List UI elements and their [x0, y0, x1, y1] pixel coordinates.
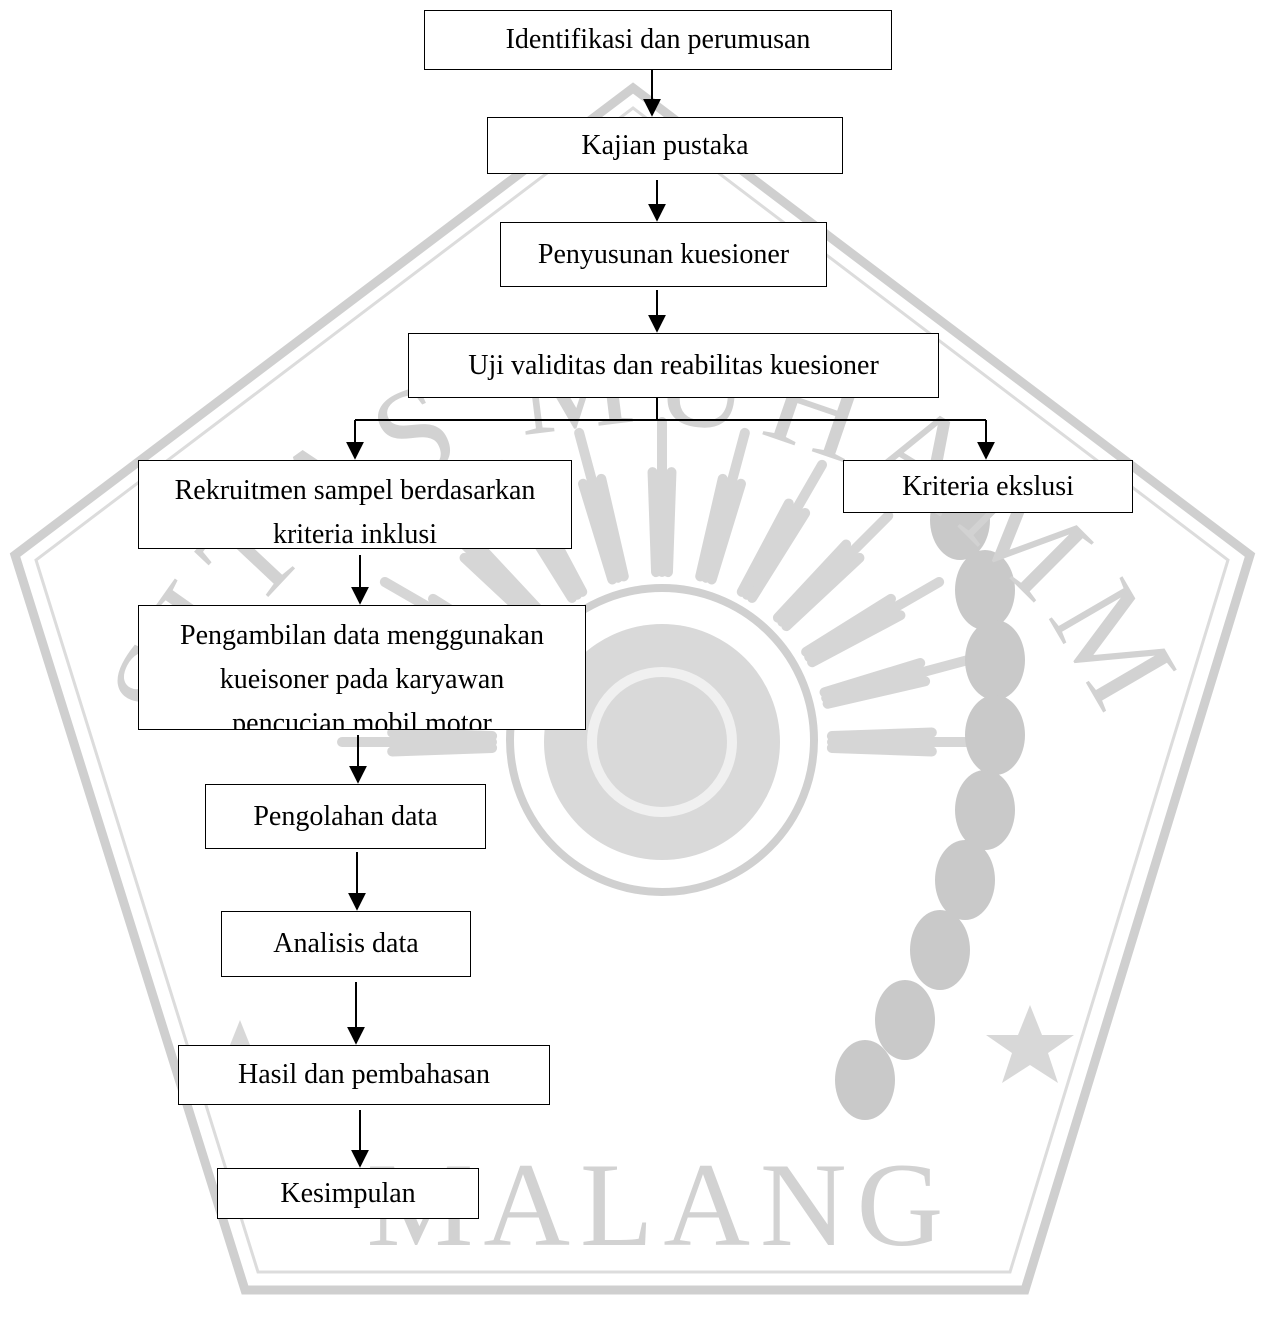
sun-ray — [807, 610, 906, 668]
node-label: Kajian pustaka — [581, 129, 749, 161]
node-hasil-dan-pembahasan: Hasil dan pembahasan — [178, 1045, 550, 1105]
node-label-line-1: Rekruitmen sampel berdasarkan — [174, 475, 536, 506]
node-identifikasi-dan-perumusan: Identifikasi dan perumusan — [424, 10, 892, 70]
sun-ray — [747, 508, 811, 603]
node-label: Analisis data — [273, 928, 419, 959]
sun-ray — [387, 742, 498, 757]
node-label: Identifikasi dan perumusan — [505, 24, 811, 55]
sun-ray — [706, 478, 746, 585]
node-label: Kriteria ekslusi — [902, 470, 1074, 502]
node-label-line-2: kriteria inklusi — [272, 519, 438, 549]
sun-ray — [777, 510, 894, 627]
medallion-inner — [544, 624, 780, 860]
node-pengambilan-data: Pengambilan data menggunakan kueisoner p… — [138, 605, 586, 730]
node-pengolahan-data: Pengolahan data — [205, 784, 486, 849]
sun-ray — [387, 727, 498, 742]
sun-ray — [695, 473, 728, 582]
node-rekruitmen-sampel: Rekruitmen sampel berdasarkan kriteria i… — [138, 460, 572, 549]
sun-ray — [801, 593, 896, 657]
node-label: Hasil dan pembahasan — [238, 1059, 490, 1090]
node-label: Uji validitas dan reabilitas kuesioner — [468, 349, 879, 381]
sun-ray — [826, 742, 937, 757]
node-label-line-1: Pengambilan data menggunakan — [180, 620, 544, 651]
star-right — [986, 1005, 1074, 1083]
sun-ray — [662, 467, 677, 578]
sun-ray — [804, 577, 945, 662]
node-penyusunan-kuesioner: Penyusunan kuesioner — [500, 222, 827, 287]
node-uji-validitas: Uji validitas dan reabilitas kuesioner — [408, 333, 939, 398]
node-kriteria-ekslusi: Kriteria ekslusi — [843, 460, 1133, 513]
garland-leaf — [955, 550, 1015, 630]
sun-ray — [772, 539, 852, 623]
sun-ray — [736, 498, 794, 597]
sun-ray — [781, 552, 865, 632]
garland-leaf — [965, 695, 1025, 775]
node-label-line-2: kueisoner pada karyawan — [219, 664, 505, 695]
sun-ray — [647, 467, 662, 578]
node-kesimpulan: Kesimpulan — [217, 1168, 479, 1219]
node-label: Kesimpulan — [280, 1177, 416, 1209]
sun-ray — [819, 658, 926, 698]
sun-ray — [826, 727, 937, 742]
pentagon-outline — [9, 82, 1256, 1295]
sun-ray — [578, 478, 618, 585]
sun-ray — [822, 676, 931, 709]
sun-ray — [821, 654, 977, 704]
garland-leaf — [955, 770, 1015, 850]
garland-leaf — [965, 620, 1025, 700]
node-label: Pengolahan data — [253, 800, 438, 832]
sun-ray — [574, 427, 624, 583]
node-analisis-data: Analisis data — [221, 911, 471, 977]
sun-ray — [596, 473, 629, 582]
garland-leaf — [935, 840, 995, 920]
garland-leaf — [835, 1040, 895, 1120]
medallion-core — [587, 667, 737, 817]
node-label: Penyusunan kuesioner — [537, 238, 790, 270]
medallion-outer — [506, 584, 818, 896]
node-kajian-pustaka: Kajian pustaka — [487, 117, 843, 174]
garland-leaf — [910, 910, 970, 990]
garland-leaf — [875, 980, 935, 1060]
sun-ray — [742, 459, 827, 600]
node-label-line-3: pencucian mobil motor — [232, 708, 492, 730]
sun-ray — [700, 427, 750, 583]
